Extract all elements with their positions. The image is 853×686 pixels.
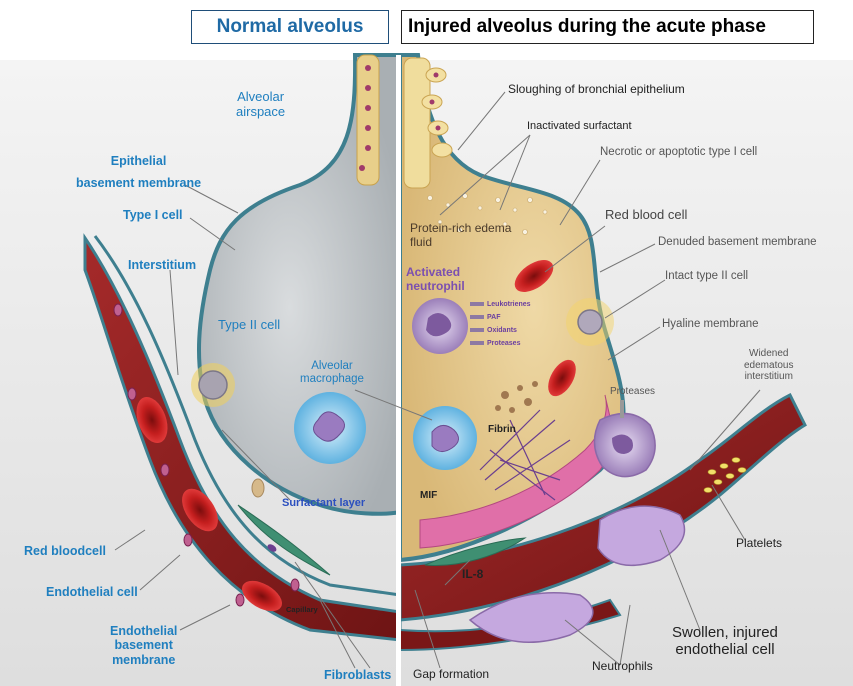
label-paf: PAF [487, 314, 500, 322]
label-endothelial-basement-membrane: Endothelial basement membrane [110, 624, 177, 667]
label-red-blood-cell-left: Red bloodcell [24, 544, 106, 558]
label-mif: MIF [420, 490, 437, 502]
label-endothelial-cell: Endothelial cell [46, 585, 138, 599]
label-widened-line1: Widened [744, 348, 793, 360]
label-hyaline-membrane: Hyaline membrane [662, 318, 759, 331]
label-alveolar-airspace: Alveolar airspace [236, 90, 285, 120]
bronchial-epithelium-left [357, 55, 379, 185]
label-edema-line1: Protein-rich edema [410, 222, 511, 236]
center-divider [396, 55, 401, 686]
label-epithelial-basement-membrane: Epithelial basement membrane [76, 154, 201, 191]
label-widened-line3: interstitium [744, 371, 793, 383]
label-endo-bm-line1: Endothelial [110, 624, 177, 638]
label-proteases-small: Proteases [487, 340, 520, 348]
label-swollen-line2: endothelial cell [672, 641, 778, 658]
label-fibroblasts: Fibroblasts [324, 668, 391, 682]
label-endo-bm-line3: membrane [110, 653, 177, 667]
label-epithelial-bm-line1: Epithelial [76, 154, 201, 168]
label-sloughing: Sloughing of bronchial epithelium [508, 83, 685, 97]
label-type1-cell: Type I cell [123, 208, 183, 222]
label-edema-line2: fluid [410, 236, 511, 250]
label-type2-cell: Type II cell [218, 318, 280, 333]
label-oxidants: Oxidants [487, 327, 517, 335]
label-denuded-basement-membrane: Denuded basement membrane [658, 236, 817, 249]
label-widened-interstitium: Widened edematous interstitium [744, 348, 793, 383]
title-normal-alveolus: Normal alveolus [191, 10, 389, 44]
label-proteases: Proteases [610, 386, 655, 398]
alveolar-macrophage [294, 392, 366, 464]
label-necrotic-cell: Necrotic or apoptotic type I cell [600, 146, 757, 159]
title-injured-alveolus: Injured alveolus during the acute phase [401, 10, 814, 44]
label-leukotrienes: Leukotrienes [487, 301, 531, 309]
label-protein-rich-edema: Protein-rich edema fluid [410, 222, 511, 250]
label-macrophage-line2: macrophage [300, 373, 364, 386]
label-alveolar-macrophage: Alveolar macrophage [300, 360, 364, 386]
label-epithelial-bm-line2: basement membrane [76, 176, 201, 190]
label-activated-neutrophil: Activated neutrophil [406, 266, 465, 294]
label-swollen-line1: Swollen, injured [672, 624, 778, 641]
label-red-blood-cell-right: Red blood cell [605, 208, 687, 223]
label-alveolar-airspace-line2: airspace [236, 105, 285, 120]
label-gap-formation: Gap formation [413, 668, 489, 682]
label-inactivated-surfactant: Inactivated surfactant [527, 120, 632, 133]
type2-cell-left [191, 363, 235, 407]
label-widened-line2: edematous [744, 360, 793, 372]
label-endo-bm-line2: basement [110, 638, 177, 652]
label-surfactant-layer: Surfactant layer [282, 497, 365, 510]
label-platelets: Platelets [736, 537, 782, 551]
label-neutrophils: Neutrophils [592, 660, 653, 674]
macrophage-right [413, 406, 477, 470]
label-macrophage-line1: Alveolar [300, 360, 364, 373]
label-interstitium: Interstitium [128, 258, 196, 272]
intact-type2-cell [566, 298, 614, 346]
label-neutrophil-line2: neutrophil [406, 280, 465, 294]
label-fibrin: Fibrin [488, 424, 516, 436]
label-il8: IL-8 [462, 568, 483, 582]
label-neutrophil-line1: Activated [406, 266, 465, 280]
label-capillary: Capillary [286, 606, 318, 615]
label-swollen-endothelial-cell: Swollen, injured endothelial cell [672, 624, 778, 659]
label-alveolar-airspace-line1: Alveolar [236, 90, 285, 105]
label-intact-type2-cell: Intact type II cell [665, 270, 748, 283]
